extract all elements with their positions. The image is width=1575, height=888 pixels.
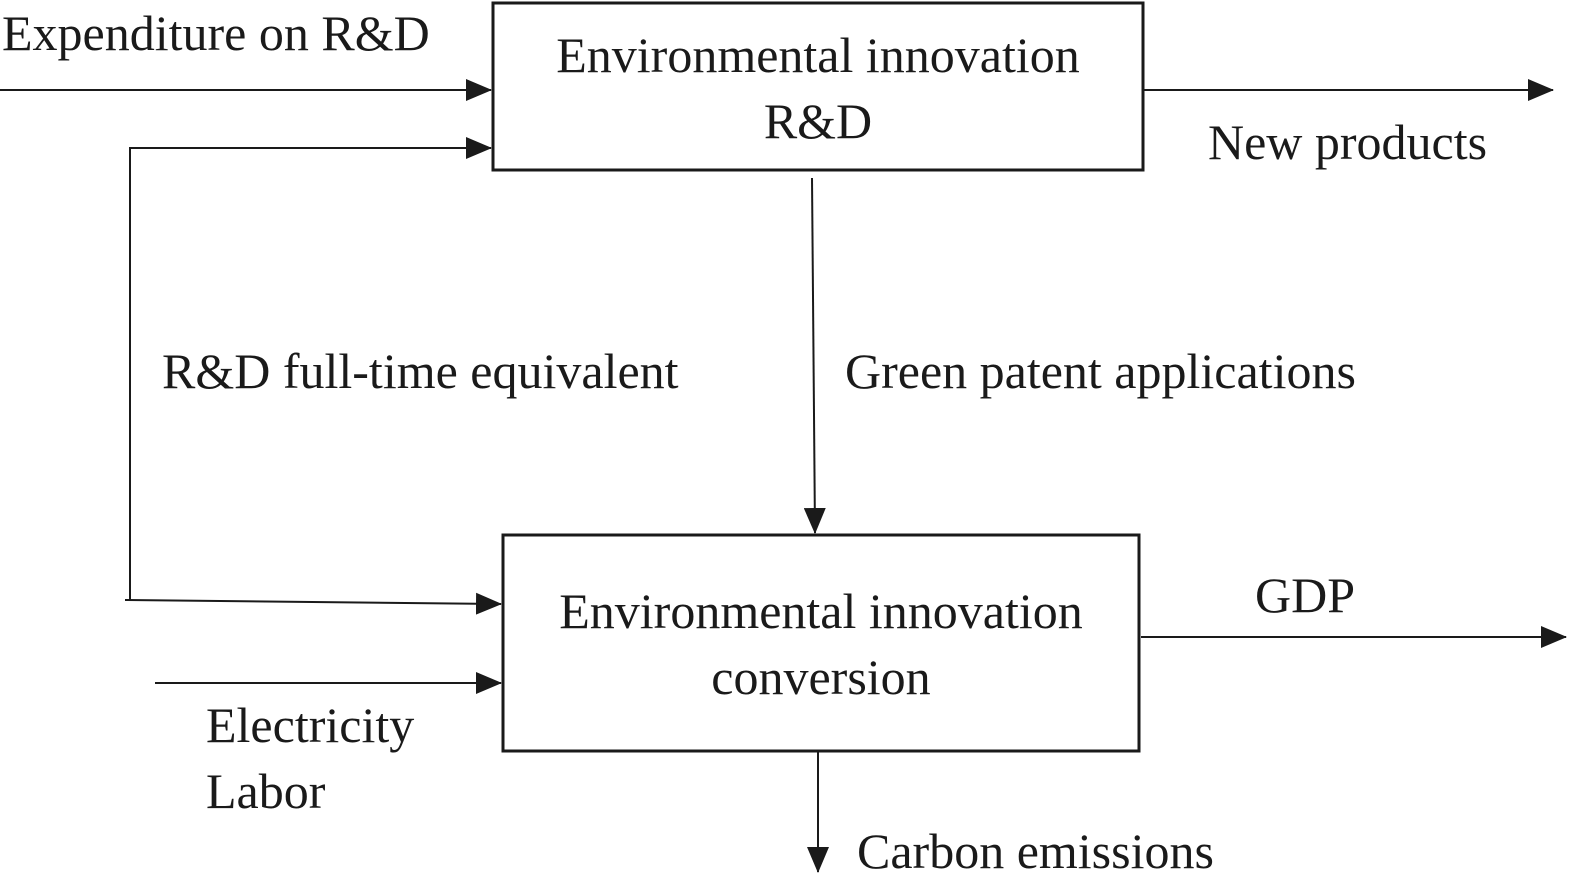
new-products-label: New products xyxy=(1208,114,1488,170)
rd-box-label: Environmental innovation R&D xyxy=(493,22,1143,154)
gdp-label: GDP xyxy=(1255,567,1356,623)
conversion-box-line1: Environmental innovation xyxy=(559,583,1083,639)
fte-arrow-bottom xyxy=(124,592,502,615)
carbon-label: Carbon emissions xyxy=(857,823,1214,879)
labor-label: Labor xyxy=(206,763,326,819)
rd-box-line2: R&D xyxy=(763,93,873,149)
electricity-label: Electricity xyxy=(206,697,415,753)
fte-label: R&D full-time equivalent xyxy=(162,343,679,399)
fte-loop-line xyxy=(129,137,492,600)
conversion-box-line2: conversion xyxy=(711,649,931,705)
green-patent-arrow xyxy=(803,177,826,534)
conversion-box xyxy=(501,533,1141,753)
rd-box-line1: Environmental innovation xyxy=(556,27,1080,83)
conversion-box-label: Environmental innovation conversion xyxy=(503,578,1139,710)
green-patent-label: Green patent applications xyxy=(845,343,1356,399)
rd-box xyxy=(491,1,1145,172)
expenditure-label: Expenditure on R&D xyxy=(2,5,430,61)
